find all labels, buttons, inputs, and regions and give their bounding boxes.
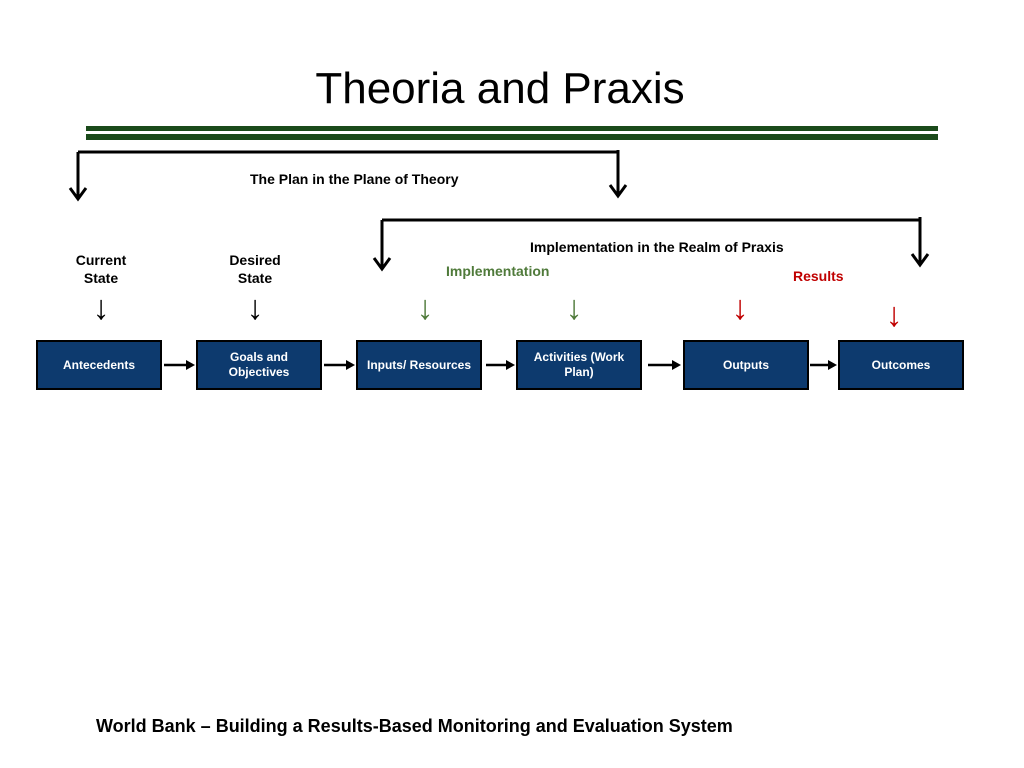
title-rule-top — [86, 126, 938, 131]
praxis-bracket — [372, 217, 930, 272]
plan-label: The Plan in the Plane of Theory — [250, 171, 459, 187]
box-connectors — [164, 360, 837, 370]
outcomes-arrow-icon: ↓ — [885, 296, 903, 334]
current-state-arrow-icon: ↓ — [92, 289, 110, 327]
box-goals-objectives: Goals and Objectives — [196, 340, 322, 390]
box-antecedents: Antecedents — [36, 340, 162, 390]
desired-state-label: Desired State — [229, 252, 281, 286]
current-state-label: Current State — [75, 252, 127, 286]
implementation-label: Implementation — [446, 263, 550, 279]
results-label: Results — [793, 268, 844, 284]
slide-title: Theoria and Praxis — [315, 64, 685, 113]
inputs-arrow-icon: ↓ — [416, 289, 434, 327]
activities-arrow-icon: ↓ — [565, 289, 583, 327]
theory-bracket — [68, 150, 628, 202]
desired-state-arrow-icon: ↓ — [246, 289, 264, 327]
box-inputs-resources: Inputs/ Resources — [356, 340, 482, 390]
title-rule-bottom — [86, 134, 938, 140]
box-outputs: Outputs — [683, 340, 809, 390]
box-outcomes: Outcomes — [838, 340, 964, 390]
box-activities: Activities (Work Plan) — [516, 340, 642, 390]
outputs-arrow-icon: ↓ — [731, 289, 749, 327]
praxis-label: Implementation in the Realm of Praxis — [530, 239, 784, 255]
footer-source: World Bank – Building a Results-Based Mo… — [96, 716, 733, 736]
